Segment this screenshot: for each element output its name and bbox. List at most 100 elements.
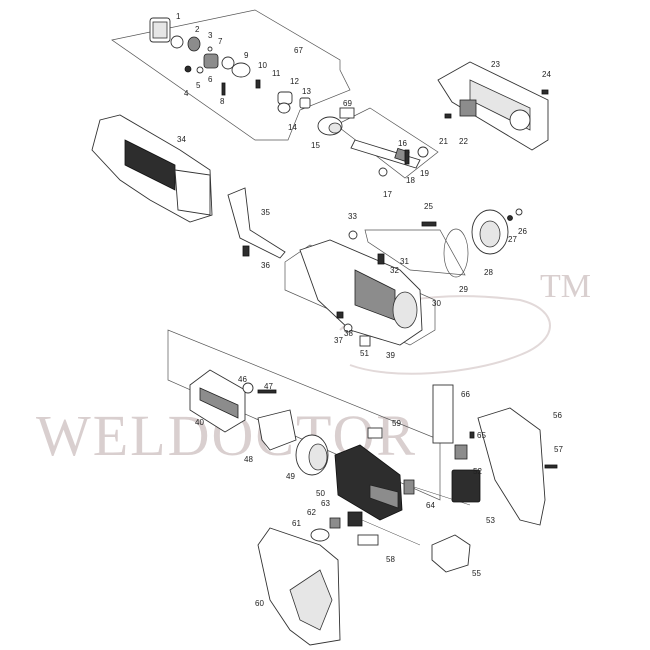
- callout-5: 5: [196, 81, 201, 90]
- callout-16: 16: [398, 139, 407, 148]
- callout-6: 6: [208, 75, 213, 84]
- callout-56: 56: [553, 411, 562, 420]
- frame-gear-group: [111, 9, 351, 141]
- part-7-pin: [207, 46, 213, 52]
- callout-31: 31: [400, 257, 409, 266]
- callout-labels: 1 2 3 4 5 6 7 8 9 10 11 12 13 14 15 16 1…: [176, 12, 563, 608]
- callout-33: 33: [348, 212, 357, 221]
- part-4-screw: [184, 65, 192, 73]
- part-65-screw: [469, 431, 475, 439]
- part-38-washer: [343, 323, 353, 333]
- frame-rod-group: [335, 107, 439, 179]
- callout-57: 57: [554, 445, 563, 454]
- frame-motor-group: [167, 329, 441, 501]
- part-9-ring: [231, 62, 251, 78]
- callout-67: 67: [294, 46, 303, 55]
- callout-46: 46: [238, 375, 247, 384]
- part-8-pin: [221, 82, 226, 96]
- callout-59: 59: [392, 419, 401, 428]
- part-24-screw: [541, 89, 549, 95]
- callout-60: 60: [255, 599, 264, 608]
- callout-28: 28: [484, 268, 493, 277]
- callout-53: 53: [486, 516, 495, 525]
- callout-8: 8: [220, 97, 225, 106]
- callout-66: 66: [461, 390, 470, 399]
- part-62-button: [329, 517, 341, 529]
- callout-38: 38: [344, 329, 353, 338]
- part-36-screw: [242, 245, 250, 257]
- part-40-armature: [189, 369, 246, 433]
- part-12-spring: [277, 91, 293, 105]
- callout-23: 23: [491, 60, 500, 69]
- callout-55: 55: [472, 569, 481, 578]
- part-1-sleeve: [149, 17, 171, 43]
- callout-36: 36: [261, 261, 270, 270]
- callout-18: 18: [406, 176, 415, 185]
- callout-27: 27: [508, 235, 517, 244]
- part-3-bearing: [187, 36, 201, 52]
- part-26-washer: [515, 208, 523, 216]
- part-64-connector: [403, 479, 415, 495]
- callout-63: 63: [321, 499, 330, 508]
- part-58-label: [357, 534, 379, 546]
- callout-26: 26: [518, 227, 527, 236]
- part-15-cylinder: [317, 116, 343, 136]
- part-21-screw: [444, 113, 452, 119]
- callout-21: 21: [439, 137, 448, 146]
- callout-61: 61: [292, 519, 301, 528]
- callout-11: 11: [272, 69, 281, 78]
- part-47-pin: [257, 389, 277, 394]
- part-69-plate: [339, 107, 355, 119]
- callout-69: 69: [343, 99, 352, 108]
- part-37-screw: [336, 311, 344, 319]
- callout-32: 32: [390, 266, 399, 275]
- callout-30: 30: [432, 299, 441, 308]
- part-5-washer: [196, 66, 204, 74]
- callout-25: 25: [424, 202, 433, 211]
- callout-12: 12: [290, 77, 299, 86]
- part-6-bearing: [203, 53, 219, 69]
- part-39-gear-housing: [299, 239, 423, 346]
- part-13-bushing: [299, 97, 311, 109]
- callout-1: 1: [176, 12, 181, 21]
- part-63-pcb: [347, 511, 363, 527]
- callout-17: 17: [383, 190, 392, 199]
- part-46-bearing: [242, 382, 254, 394]
- part-33-washer: [348, 230, 358, 240]
- part-53-switch: [451, 469, 481, 503]
- part-58-lead-wire: [361, 519, 421, 546]
- part-10-washer: [221, 56, 235, 70]
- callout-48: 48: [244, 455, 253, 464]
- callout-19: 19: [420, 169, 429, 178]
- callout-64: 64: [426, 501, 435, 510]
- callout-4: 4: [184, 89, 189, 98]
- parts-gear-group: [149, 17, 355, 136]
- part-19-washer: [417, 146, 429, 158]
- callout-9: 9: [244, 51, 249, 60]
- part-32-gasket: [364, 229, 466, 276]
- part-56-housing-cover: [477, 407, 546, 526]
- callout-15: 15: [311, 141, 320, 150]
- part-27-screw: [507, 215, 513, 221]
- callout-2: 2: [195, 25, 200, 34]
- part-28-crank-gear: [471, 209, 509, 255]
- part-50-motor-housing: [334, 444, 403, 521]
- part-60-handle-housing: [257, 527, 341, 646]
- part-29-o-ring: [443, 228, 469, 278]
- callout-50: 50: [316, 489, 325, 498]
- callout-51: 51: [360, 349, 369, 358]
- part-59-label: [367, 427, 383, 439]
- callout-29: 29: [459, 285, 468, 294]
- callout-62: 62: [307, 508, 316, 517]
- part-55-battery-terminal: [431, 534, 471, 573]
- callout-24: 24: [542, 70, 551, 79]
- part-22-bracket: [459, 99, 477, 117]
- part-23-blade-clamp-plate: [437, 61, 549, 151]
- callout-10: 10: [258, 61, 267, 70]
- callout-7: 7: [218, 37, 223, 46]
- callout-35: 35: [261, 208, 270, 217]
- part-48-brush-holder: [257, 409, 297, 451]
- part-2-ring: [170, 35, 184, 49]
- part-14-ring: [277, 102, 291, 114]
- part-25-pin: [421, 221, 437, 227]
